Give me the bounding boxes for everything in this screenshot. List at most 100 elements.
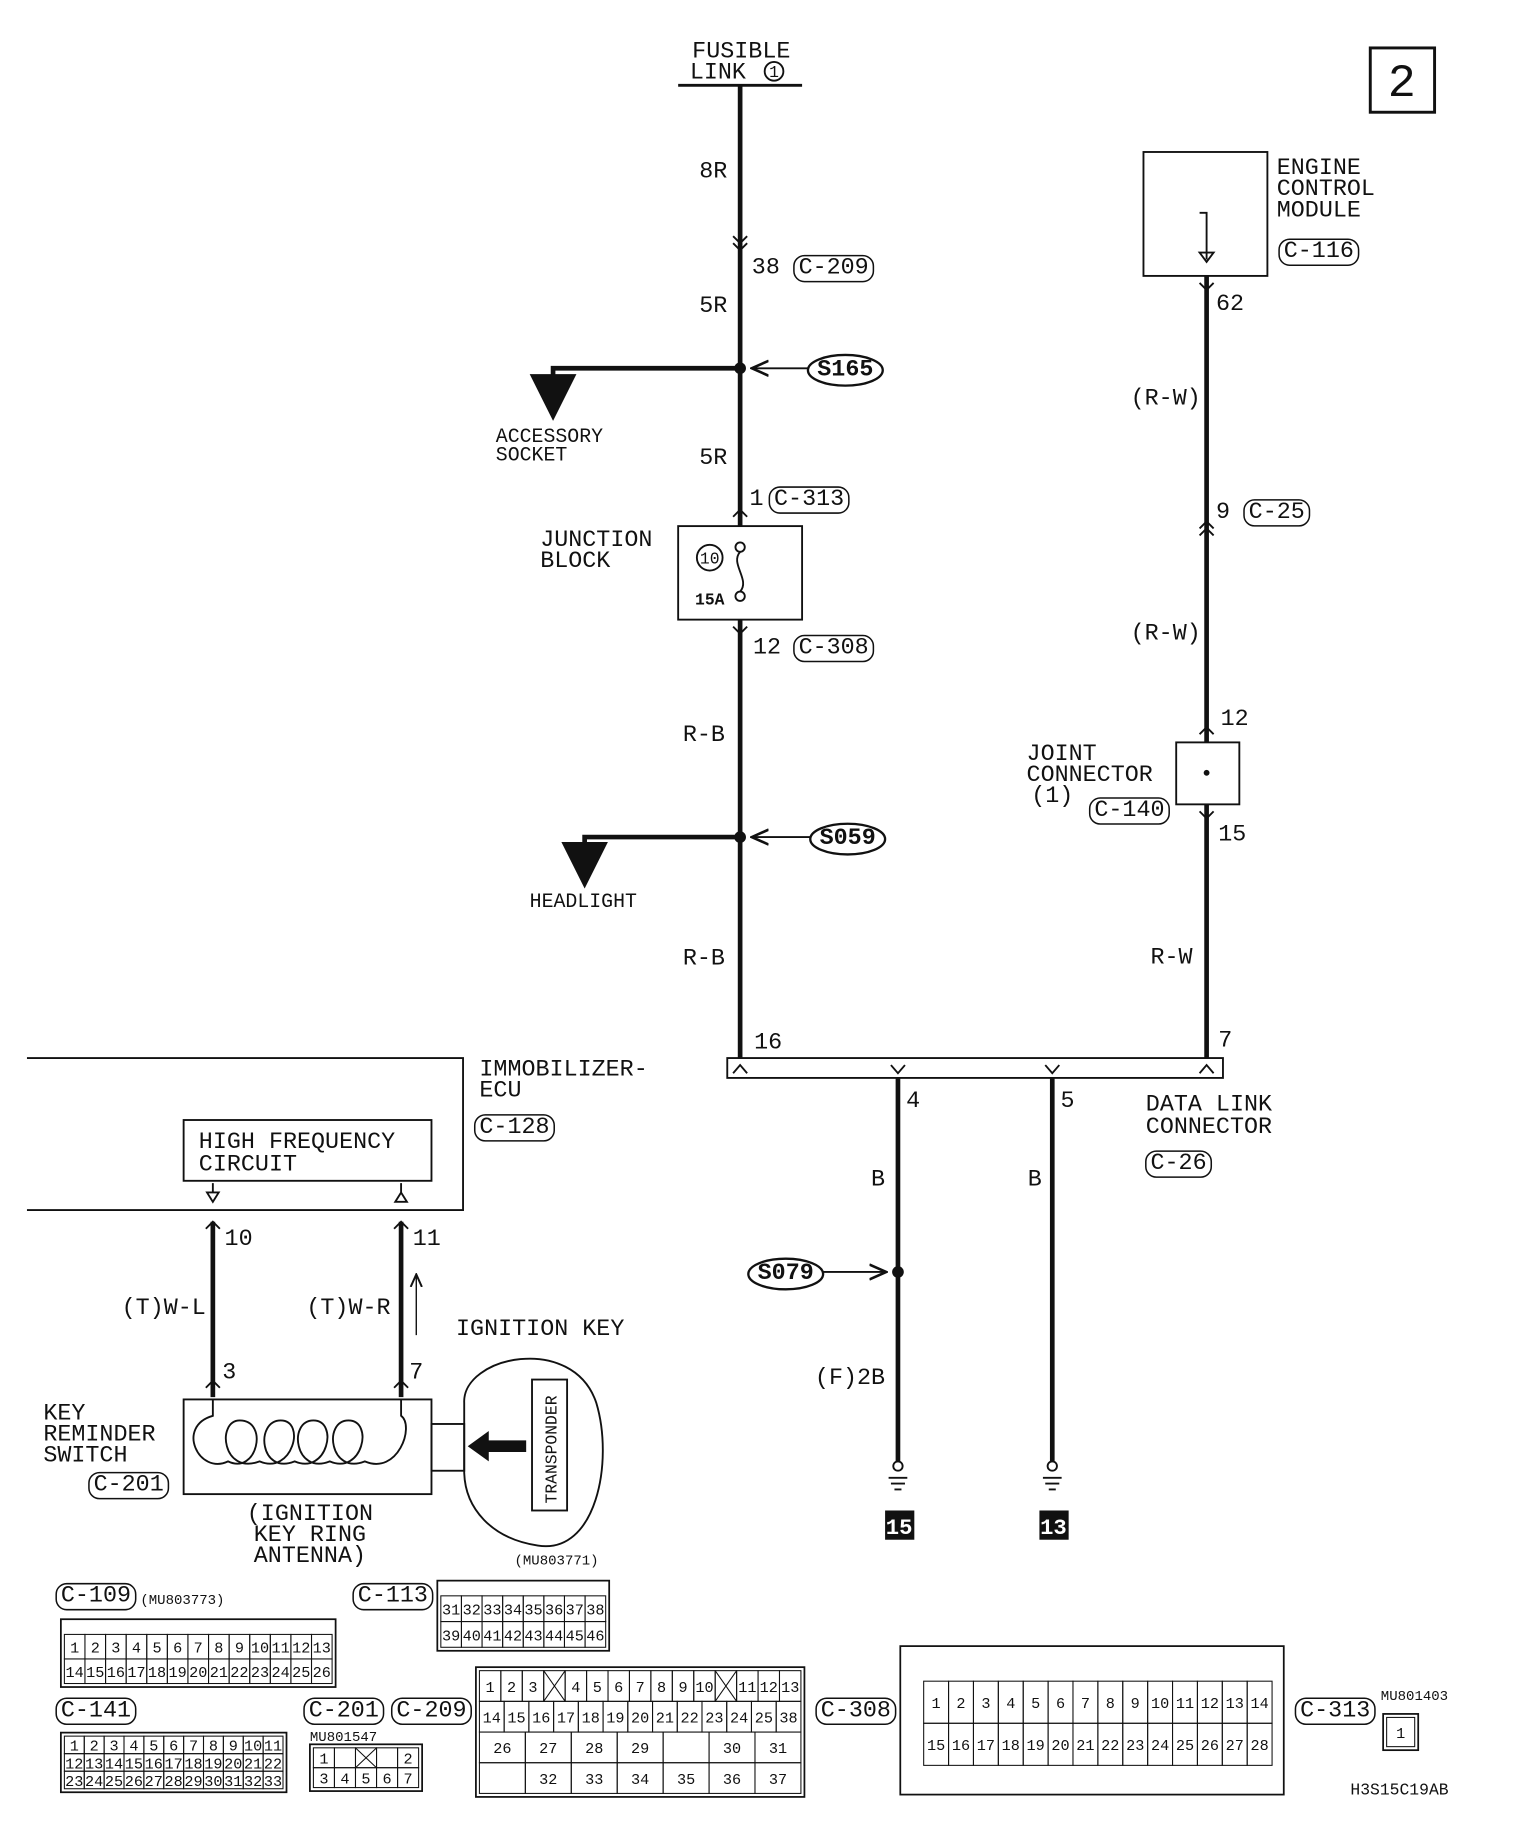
pin-number: 3 bbox=[981, 1695, 990, 1713]
pin-number: 10 bbox=[251, 1640, 269, 1658]
pin-number: 33 bbox=[264, 1773, 282, 1791]
pin-number: 38 bbox=[779, 1710, 797, 1728]
pin-number: 7 bbox=[1218, 1028, 1232, 1054]
connector-tag-c25: C-25 bbox=[1249, 500, 1305, 526]
page-number-badge: 2 bbox=[1368, 46, 1437, 114]
immobilizer-circuit: IMMOBILIZER- ECU C-128 HIGH FREQUENCY CI… bbox=[26, 1057, 648, 1570]
tag-outline bbox=[55, 1582, 137, 1611]
pin-number: 16 bbox=[952, 1737, 970, 1755]
transponder-label: TRANSPONDER bbox=[543, 1395, 562, 1503]
pin-number: 33 bbox=[585, 1771, 603, 1789]
tag-outline bbox=[768, 486, 850, 514]
tag-outline bbox=[390, 1697, 472, 1726]
wire-color-wr: (T)W-R bbox=[306, 1296, 390, 1322]
tag-outline bbox=[88, 1471, 170, 1500]
pin-number: 43 bbox=[524, 1627, 542, 1645]
pin-number: 5 bbox=[361, 1770, 370, 1788]
ecm-internal-symbol bbox=[1197, 211, 1216, 264]
pin-number: 1 bbox=[749, 487, 763, 513]
key-reminder-label-3: SWITCH bbox=[43, 1443, 127, 1469]
ground-point-13-badge bbox=[1039, 1510, 1069, 1540]
pin-number: 45 bbox=[566, 1627, 584, 1645]
pin-number: 3 bbox=[222, 1360, 236, 1386]
pin-number: 2 bbox=[404, 1751, 413, 1769]
pin-number: 10 bbox=[244, 1738, 262, 1756]
data-link-connector bbox=[726, 1057, 1224, 1079]
pin-number: 6 bbox=[1056, 1695, 1065, 1713]
pin-number: 8 bbox=[1106, 1695, 1115, 1713]
tag-outline bbox=[1145, 1150, 1213, 1178]
pin-number: 4 bbox=[340, 1770, 349, 1788]
pin-number: 12 bbox=[1221, 707, 1249, 733]
ecm-label-2: CONTROL bbox=[1277, 177, 1375, 203]
pin-number: 12 bbox=[65, 1755, 83, 1773]
drawing-code: H3S15C19AB bbox=[1350, 1781, 1448, 1800]
pin-number: 25 bbox=[292, 1664, 310, 1682]
joint-connector-label: JOINT bbox=[1027, 742, 1097, 768]
pin-number: 4 bbox=[571, 1679, 580, 1697]
pin-number: 37 bbox=[566, 1602, 584, 1620]
pin-number: 6 bbox=[169, 1738, 178, 1756]
pin-number: 1 bbox=[319, 1751, 328, 1769]
pin-number: 1 bbox=[70, 1640, 79, 1658]
pin-number: 25 bbox=[105, 1773, 123, 1791]
pin-number: 22 bbox=[264, 1755, 282, 1773]
pin-number: 16 bbox=[107, 1664, 125, 1682]
pin-number: 29 bbox=[184, 1773, 202, 1791]
pin-number: 24 bbox=[1151, 1737, 1169, 1755]
junction-block: 10 15A bbox=[677, 525, 804, 621]
pin-number: 17 bbox=[165, 1755, 183, 1773]
pin-number: 7 bbox=[1081, 1695, 1090, 1713]
pin-number: 11 bbox=[1176, 1695, 1194, 1713]
pin-number: 41 bbox=[483, 1627, 501, 1645]
pin-number: 18 bbox=[148, 1664, 166, 1682]
pin-number: 2 bbox=[91, 1640, 100, 1658]
pin-number: 23 bbox=[65, 1773, 83, 1791]
wire-color-5r: 5R bbox=[699, 294, 727, 320]
blank-pin-icon bbox=[714, 1670, 738, 1702]
ground-point-15-badge bbox=[885, 1510, 915, 1540]
connector-housing bbox=[1382, 1713, 1420, 1752]
pin-number: 29 bbox=[631, 1740, 649, 1758]
connector-tag: C-313 bbox=[1300, 1698, 1370, 1724]
pin-number: 8 bbox=[214, 1640, 223, 1658]
pin-number: 7 bbox=[189, 1738, 198, 1756]
pin-number: 26 bbox=[493, 1740, 511, 1758]
pin-number: 11 bbox=[264, 1738, 282, 1756]
fusible-link: FUSIBLE LINK 1 bbox=[678, 39, 803, 87]
part-number: (MU803773) bbox=[140, 1593, 224, 1609]
antenna-label: (IGNITION bbox=[247, 1502, 373, 1528]
pin-number: 32 bbox=[463, 1602, 481, 1620]
pin-number: 26 bbox=[1201, 1737, 1219, 1755]
pin-number: 2 bbox=[90, 1738, 99, 1756]
pin-number: 35 bbox=[677, 1771, 695, 1789]
main-power-circuit: 8R 38 C-209 5R ACCESSORY SOCKET S165 5R … bbox=[496, 85, 887, 1059]
joint-connector-label-2: CONNECTOR bbox=[1027, 763, 1153, 789]
fuse-number: 10 bbox=[700, 550, 720, 569]
blank-pin-icon bbox=[355, 1747, 377, 1769]
pin-cell bbox=[376, 1747, 399, 1769]
pin-number: 62 bbox=[1216, 292, 1244, 318]
splice-s079: S079 bbox=[758, 1261, 814, 1287]
pin-number: 4 bbox=[1006, 1695, 1015, 1713]
pin-number: 5 bbox=[149, 1738, 158, 1756]
pin-number: 21 bbox=[210, 1664, 228, 1682]
pin-number: 31 bbox=[769, 1740, 787, 1758]
pin-number: 15 bbox=[1218, 823, 1246, 849]
fuse-icon bbox=[734, 541, 746, 553]
pin-number: 23 bbox=[1126, 1737, 1144, 1755]
pin-number: 39 bbox=[442, 1627, 460, 1645]
pin-number: 1 bbox=[70, 1738, 79, 1756]
pin-cell bbox=[333, 1747, 357, 1769]
pin-number: 6 bbox=[173, 1640, 182, 1658]
pin-number: 28 bbox=[1251, 1737, 1269, 1755]
tag-outline bbox=[473, 1114, 555, 1142]
pin-number: 6 bbox=[614, 1679, 623, 1697]
pin-number: 7 bbox=[409, 1360, 423, 1386]
ecm-label-3: MODULE bbox=[1277, 198, 1361, 224]
splice-oval bbox=[806, 353, 884, 387]
pin-number: 19 bbox=[606, 1710, 624, 1728]
